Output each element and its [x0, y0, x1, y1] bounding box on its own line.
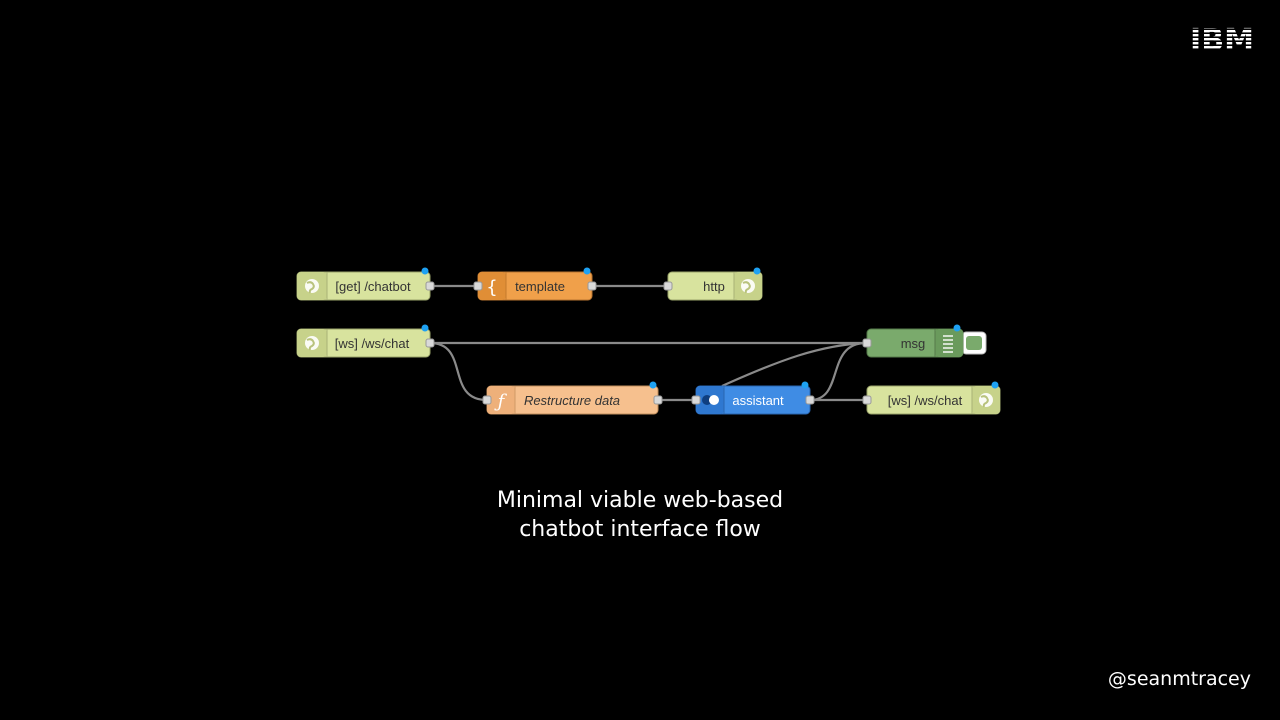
author-handle: @seanmtracey: [1107, 668, 1251, 690]
node-label: http: [703, 279, 725, 294]
wire-ws-to-restructure: [429, 341, 488, 402]
globe-icon: [979, 393, 993, 408]
ibm-logo: IBM: [1190, 23, 1254, 54]
curly-brace-icon: {: [486, 277, 497, 298]
wires: [429, 284, 867, 402]
function-icon: ƒ: [494, 391, 508, 412]
node-assistant[interactable]: assistant: [691, 381, 815, 415]
output-port[interactable]: [653, 395, 663, 405]
node-http[interactable]: http: [663, 267, 763, 301]
wire-assistant-to-msg: [721, 341, 867, 388]
globe-icon: [741, 279, 755, 294]
input-port[interactable]: [862, 338, 872, 348]
output-port[interactable]: [587, 281, 597, 291]
node-template[interactable]: { template: [473, 267, 597, 301]
ibm-logo-text: IBM: [1190, 23, 1254, 54]
caption-line-1: Minimal viable web-based: [496, 488, 784, 513]
node-ws-chat-in[interactable]: [ws] /ws/chat: [296, 324, 435, 358]
node-label: [get] /chatbot: [335, 279, 411, 294]
status-dot: [421, 324, 429, 332]
status-dot: [421, 267, 429, 275]
status-dot: [649, 381, 657, 389]
output-port[interactable]: [425, 338, 435, 348]
assistant-icon: [702, 395, 719, 405]
node-ws-chat-out[interactable]: [ws] /ws/chat: [862, 381, 1001, 415]
node-label: assistant: [732, 393, 784, 408]
status-dot: [801, 381, 809, 389]
node-msg-debug[interactable]: msg: [862, 324, 987, 358]
globe-icon: [305, 336, 319, 351]
input-port[interactable]: [691, 395, 701, 405]
input-port[interactable]: [663, 281, 673, 291]
list-icon: [943, 335, 953, 353]
input-port[interactable]: [862, 395, 872, 405]
output-port[interactable]: [805, 395, 815, 405]
output-port[interactable]: [425, 281, 435, 291]
caption-line-2: chatbot interface flow: [519, 517, 761, 542]
node-restructure-data[interactable]: ƒ Restructure data: [482, 381, 663, 415]
input-port[interactable]: [473, 281, 483, 291]
input-port[interactable]: [482, 395, 492, 405]
node-get-chatbot[interactable]: [get] /chatbot: [296, 267, 435, 301]
node-label: msg: [901, 336, 926, 351]
globe-icon: [305, 279, 319, 294]
status-dot: [753, 267, 761, 275]
node-label: [ws] /ws/chat: [888, 393, 963, 408]
node-label: [ws] /ws/chat: [335, 336, 410, 351]
status-dot: [583, 267, 591, 275]
status-dot: [991, 381, 999, 389]
node-label: Restructure data: [524, 393, 620, 408]
wire-assistant-out-to-msg: [809, 341, 867, 402]
slide-caption: Minimal viable web-based chatbot interfa…: [340, 486, 940, 544]
node-label: template: [515, 279, 565, 294]
status-dot: [953, 324, 961, 332]
